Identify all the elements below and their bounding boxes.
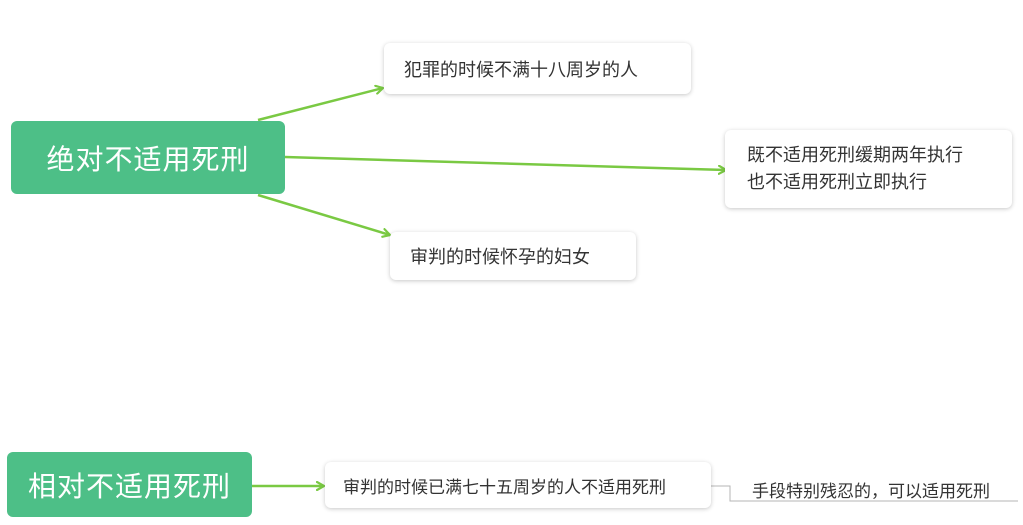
note-exception[interactable]: 手段特别残忍的，可以适用死刑 [752, 477, 990, 502]
node-elderly-over-75[interactable]: 审判的时候已满七十五周岁的人不适用死刑 [325, 462, 711, 508]
node-minors-label: 犯罪的时候不满十八周岁的人 [404, 59, 638, 81]
node-pregnant-women-label: 审判的时候怀孕的妇女 [410, 247, 590, 268]
node-pregnant-women[interactable]: 审判的时候怀孕的妇女 [390, 232, 636, 280]
main-node-relative-label: 相对不适用死刑 [27, 469, 231, 503]
arrow-to-no-death-penalty [284, 155, 726, 170]
node-no-death-penalty-line2: 也不适用死刑立即执行 [747, 172, 927, 193]
node-minors-under-18[interactable]: 犯罪的时候不满十八周岁的人 [384, 43, 691, 94]
main-node-absolute[interactable]: 绝对不适用死刑 [11, 121, 285, 194]
arrow-to-pregnant-women [257, 193, 390, 235]
note-exception-label: 手段特别残忍的，可以适用死刑 [752, 482, 990, 502]
main-node-relative[interactable]: 相对不适用死刑 [7, 452, 252, 517]
node-no-death-penalty[interactable]: 既不适用死刑缓期两年执行 也不适用死刑立即执行 [725, 130, 1012, 208]
main-node-absolute-label: 绝对不适用死刑 [46, 142, 250, 176]
node-elderly-label: 审判的时候已满七十五周岁的人不适用死刑 [343, 477, 666, 498]
node-no-death-penalty-line1: 既不适用死刑缓期两年执行 [747, 145, 963, 166]
arrow-to-minors [257, 88, 383, 122]
